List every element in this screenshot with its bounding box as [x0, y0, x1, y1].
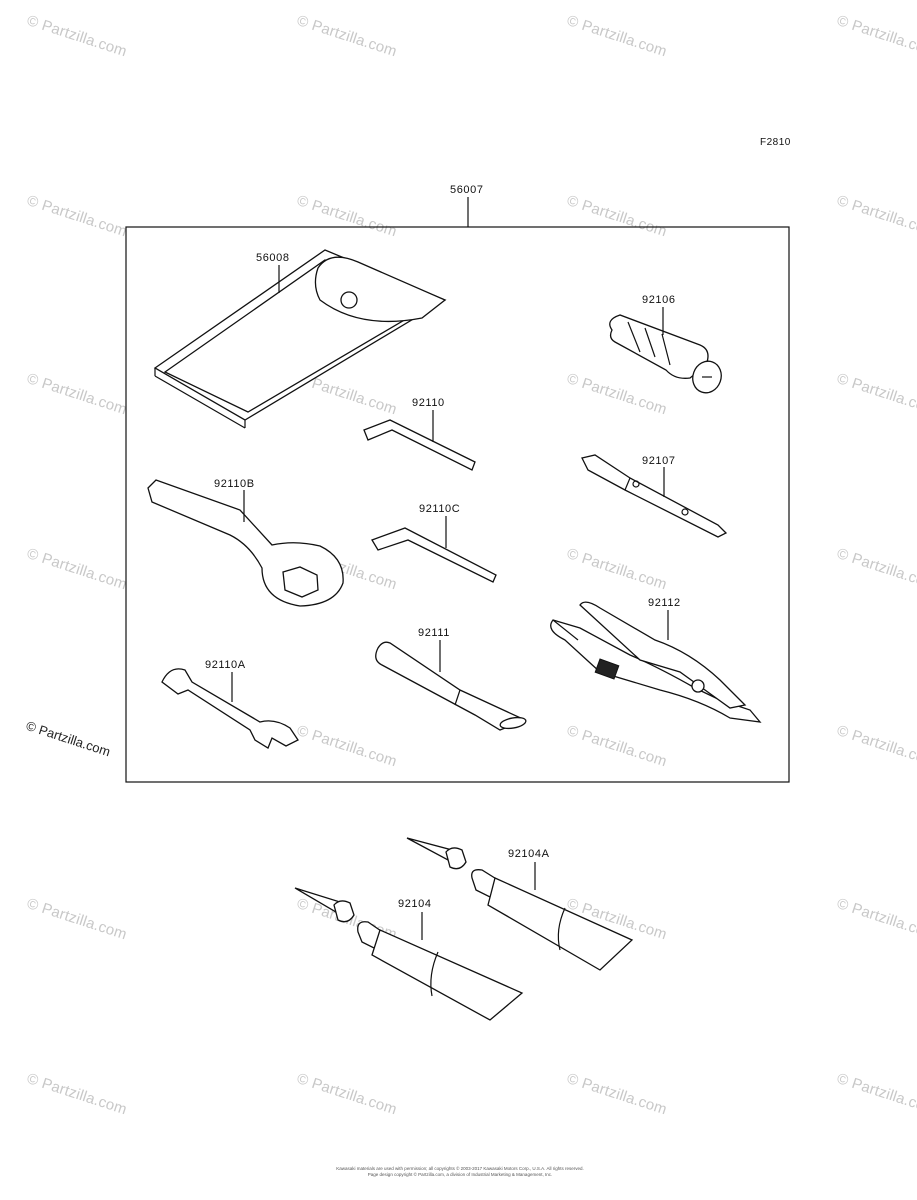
kit-frame [125, 226, 790, 783]
figure-id: F2810 [760, 137, 791, 148]
part-label-92111: 92111 [418, 627, 450, 639]
screwdriver-bit-drawing [581, 454, 728, 538]
part-label-92112: 92112 [648, 597, 681, 609]
part-label-92107: 92107 [642, 455, 676, 467]
pliers-drawing [550, 601, 762, 723]
large-hex-key-drawing [371, 527, 497, 583]
footer-copyright: Kawasaki materials are used with permiss… [330, 1166, 590, 1178]
part-label-56007: 56007 [450, 184, 484, 196]
open-wrench-drawing [161, 668, 299, 749]
footer-line-2: Page design copyright © Partzilla.com, a… [367, 1172, 553, 1177]
hex-key-drawing [363, 419, 476, 471]
glue-tube-lower-drawing [294, 887, 524, 1021]
box-wrench-drawing [147, 479, 344, 607]
glue-tube-upper-drawing [406, 837, 634, 971]
part-label-92110C: 92110C [419, 503, 461, 515]
part-label-92104A: 92104A [508, 848, 550, 860]
extension-tube-drawing [375, 641, 527, 731]
part-label-92110B: 92110B [214, 478, 255, 490]
part-label-92104: 92104 [398, 898, 432, 910]
footer-line-1: Kawasaki materials are used with permiss… [336, 1166, 584, 1171]
part-label-92110A: 92110A [205, 659, 246, 671]
screwdriver-handle-drawing [609, 314, 722, 394]
tool-pouch-drawing [153, 249, 447, 429]
part-label-92106: 92106 [642, 294, 676, 306]
part-label-92110: 92110 [412, 397, 445, 409]
part-label-56008: 56008 [256, 252, 290, 264]
